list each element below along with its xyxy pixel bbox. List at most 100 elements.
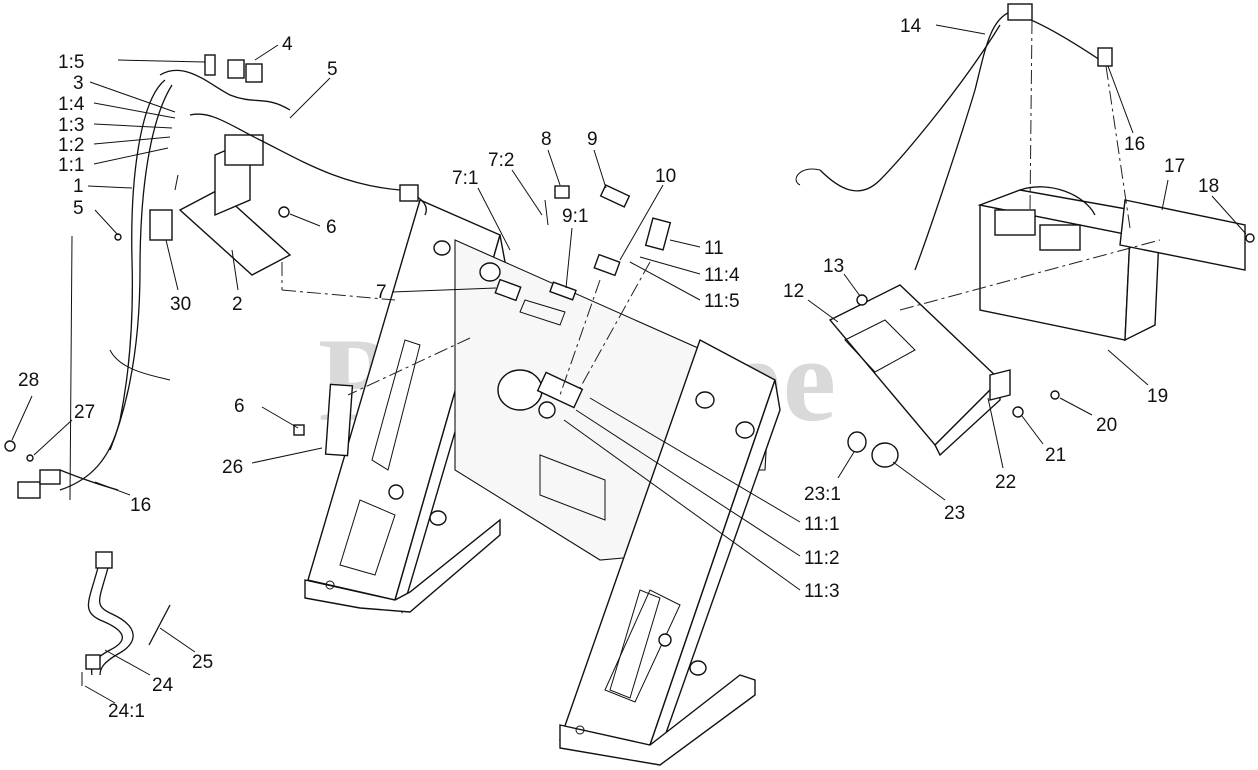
assembly-line [579, 261, 651, 389]
leader-1-3 [93, 123, 173, 129]
callout-28: 28 [18, 370, 39, 391]
leader-1-4 [93, 102, 176, 119]
leader-9 [593, 149, 607, 189]
key-switch-part-11 [644, 217, 672, 251]
callout-10: 10 [655, 166, 676, 187]
leader-21 [1021, 415, 1044, 445]
callout-5b: 5 [73, 198, 84, 219]
callout-18: 18 [1198, 176, 1219, 197]
harness-lead [109, 349, 171, 381]
leader-11 [669, 239, 701, 248]
pin-part-7-2 [544, 199, 549, 226]
leader-25 [159, 627, 196, 653]
leader-1-1 [93, 147, 169, 165]
foot-bolt-hole [575, 725, 585, 735]
leader-7 [391, 287, 497, 293]
leader-16b [94, 481, 131, 496]
callout-23-1: 23:1 [804, 484, 841, 505]
leader-11-5 [629, 261, 701, 301]
callout-24: 24 [152, 675, 174, 696]
ground-wire [69, 235, 73, 501]
right-slot [609, 589, 661, 699]
assembly-line [559, 279, 601, 396]
callout-1-5: 1:5 [58, 52, 84, 73]
battery-strap [1019, 186, 1096, 216]
terminal-part-16 [1097, 47, 1113, 67]
battery-assembly [795, 3, 1255, 468]
hose-fitting [95, 551, 113, 569]
callout-23: 23 [944, 503, 965, 524]
module-part-30 [149, 209, 173, 241]
assembly-line [281, 289, 396, 301]
hose-part-24-inner [98, 559, 134, 676]
callout-22: 22 [995, 472, 1016, 493]
bracket-part-26 [324, 383, 354, 457]
bolt-part-13 [856, 294, 868, 306]
callout-25: 25 [192, 652, 213, 673]
leader-2 [231, 249, 239, 291]
callout-1: 1 [73, 176, 84, 197]
harness-connector [399, 184, 419, 202]
callout-21: 21 [1045, 445, 1066, 466]
callout-7-1: 7:1 [452, 168, 478, 189]
leader-11-3 [563, 419, 801, 591]
cable-boot [1007, 3, 1033, 21]
leader-11-2 [575, 409, 801, 557]
callout-4: 4 [282, 34, 293, 55]
leader-14 [935, 24, 986, 35]
leader-11-1 [589, 397, 801, 523]
leader-16a [1107, 65, 1134, 134]
assembly-line [1105, 65, 1131, 229]
screw-part-6 [278, 206, 290, 218]
cable-part-14 [914, 11, 1011, 271]
cable-end [795, 168, 821, 186]
callout-8: 8 [541, 129, 552, 150]
leader-9-1 [565, 227, 573, 289]
relay-part-4b [245, 63, 263, 83]
leader-3 [89, 81, 176, 113]
hose-fitting [85, 654, 101, 670]
callout-1-4: 1:4 [58, 94, 85, 115]
switch-part-9 [599, 184, 631, 208]
leader-19 [1107, 349, 1149, 386]
nut-part-21 [1012, 406, 1024, 418]
callout-19: 19 [1147, 386, 1168, 407]
frame-round-opening [497, 369, 543, 411]
assembly-line [1029, 19, 1033, 211]
callout-16: 16 [1124, 134, 1145, 155]
frame-hole [735, 421, 755, 439]
relay-part-4a [227, 59, 245, 79]
washer-part-27 [26, 454, 34, 462]
leader-7-1 [477, 187, 511, 251]
battery-terminal-b [1039, 224, 1081, 251]
harness-lead [174, 174, 179, 191]
assembly-line [899, 239, 1161, 311]
leader-23-1 [837, 451, 855, 479]
battery-terminal-a [994, 209, 1036, 236]
frame-hole [658, 633, 672, 647]
leader-23 [892, 461, 946, 501]
callout-labels: 1:5 4 5 3 1:4 1:3 1:2 1:1 1 5 6 2 30 8 9… [18, 16, 1219, 722]
callout-2: 2 [232, 294, 243, 315]
screw-part-28 [4, 440, 16, 452]
hour-meter-knob [538, 401, 556, 419]
switch-part-8 [554, 185, 570, 199]
plug-part-23 [871, 442, 899, 468]
leader-28 [11, 395, 33, 441]
relay-part-10 [593, 253, 621, 277]
callout-12: 12 [783, 281, 804, 302]
callout-14: 14 [900, 16, 922, 37]
leader-1-2 [93, 136, 171, 145]
screw-part-20 [1050, 390, 1060, 400]
leader-30 [165, 239, 179, 291]
foot-bolt-hole [325, 580, 335, 590]
leader-27 [33, 419, 73, 456]
left-foot [304, 518, 501, 613]
frame-hole [433, 240, 451, 256]
bolt-part-6 [293, 424, 305, 436]
left-slot [371, 339, 421, 471]
fuse-part-1-5 [204, 54, 216, 76]
leader-17 [1161, 179, 1169, 211]
callout-6b: 6 [234, 396, 245, 417]
